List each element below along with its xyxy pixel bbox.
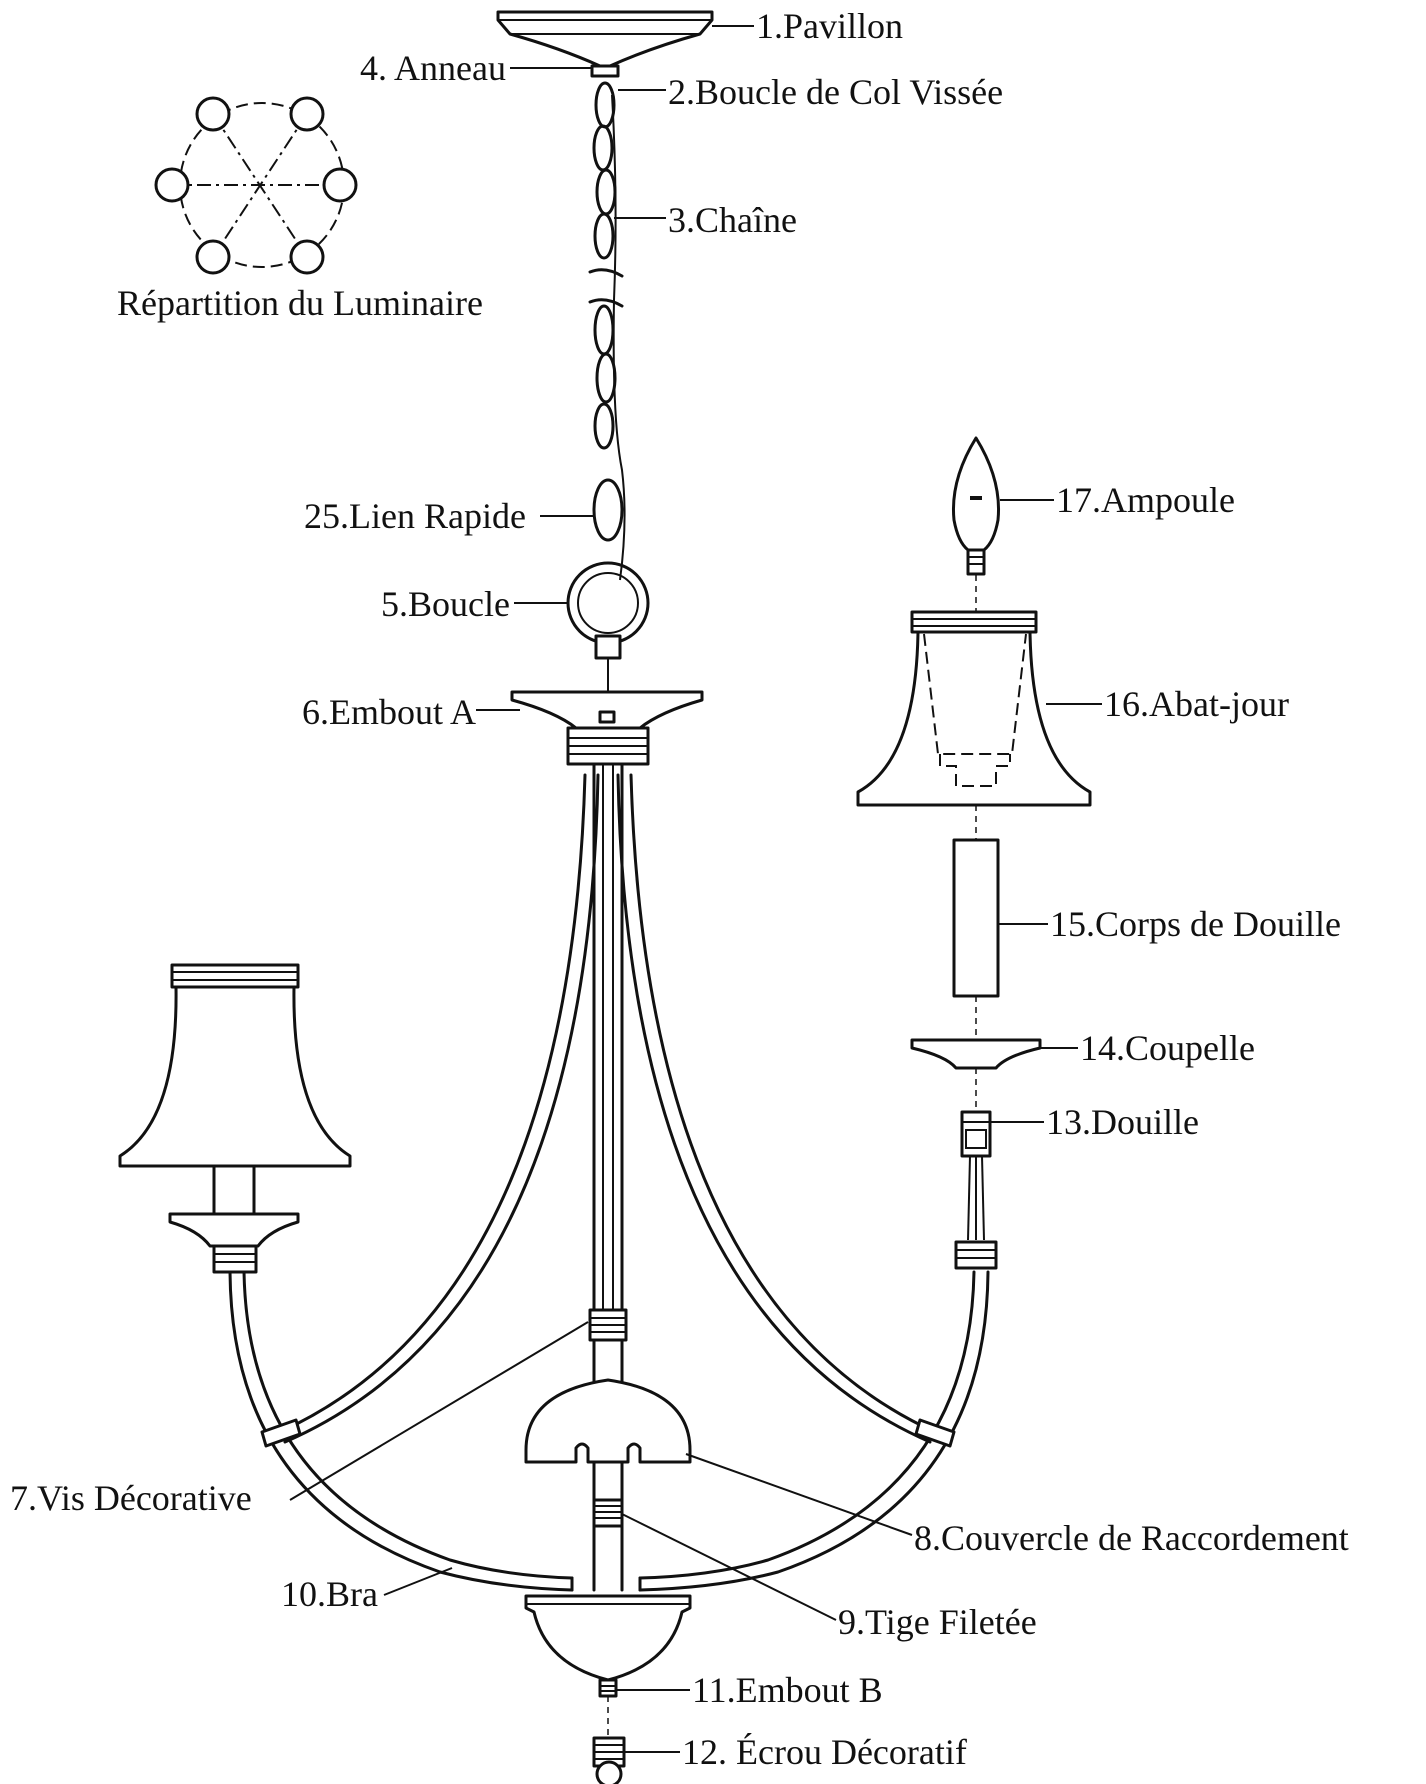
- loop: [566, 561, 650, 660]
- socket: [960, 1110, 992, 1241]
- layout-arm-3: [322, 167, 358, 203]
- label-bra: 10.Bra: [281, 1574, 378, 1614]
- threaded-rod: [592, 1498, 624, 1528]
- layout-arm-1: [195, 96, 231, 132]
- label-corps-de-douille: 15.Corps de Douille: [1050, 904, 1341, 944]
- label-ecrou-decoratif: 12. Écrou Décoratif: [682, 1732, 967, 1772]
- arms: [228, 773, 990, 1592]
- layout-arm-4: [289, 239, 325, 275]
- decorative-screw: [588, 1308, 628, 1342]
- socket-body: [952, 838, 1000, 998]
- canopy: [496, 10, 714, 78]
- bulb: [952, 436, 1000, 576]
- central-stem: [592, 762, 624, 1592]
- layout-caption: Répartition du Luminaire: [117, 283, 483, 323]
- label-abat-jour: 16.Abat-jour: [1104, 684, 1289, 724]
- label-coupelle: 14.Coupelle: [1080, 1028, 1255, 1068]
- layout-arm-5: [195, 239, 231, 275]
- right-lamp-exploded: [856, 436, 1092, 1270]
- cup: [910, 1038, 1042, 1070]
- label-ampoule: 17.Ampoule: [1056, 480, 1235, 520]
- layout-arm-2: [289, 96, 325, 132]
- label-boucle: 5.Boucle: [381, 584, 510, 624]
- connection-cover: [524, 1378, 692, 1464]
- left-lamp-assembly: [118, 963, 352, 1274]
- part-labels: 1.Pavillon 2.Boucle de Col Vissée 3.Chaî…: [10, 6, 1349, 1772]
- label-embout-b: 11.Embout B: [692, 1670, 883, 1710]
- cap-a: [510, 658, 704, 766]
- label-couvercle-de-raccordement: 8.Couvercle de Raccordement: [914, 1518, 1349, 1558]
- cap-b: [524, 1594, 692, 1736]
- shade: [856, 610, 1092, 807]
- label-lien-rapide: 25.Lien Rapide: [304, 496, 526, 536]
- quick-link: [592, 478, 624, 542]
- label-tige-filetee: 9.Tige Filetée: [838, 1602, 1037, 1642]
- label-pavillon: 1.Pavillon: [756, 6, 903, 46]
- label-boucle-de-col-vissee: 2.Boucle de Col Vissée: [668, 72, 1003, 112]
- label-chaine: 3.Chaîne: [668, 200, 797, 240]
- decorative-nut: [592, 1736, 626, 1784]
- arm-layout-diagram: Répartition du Luminaire: [117, 96, 483, 323]
- label-douille: 13.Douille: [1046, 1102, 1199, 1142]
- chain: [588, 81, 626, 581]
- leader-lines: [289, 25, 1102, 1753]
- label-embout-a: 6.Embout A: [302, 692, 476, 732]
- layout-arm-6: [154, 167, 190, 203]
- label-anneau: 4. Anneau: [360, 48, 506, 88]
- label-vis-decorative: 7.Vis Décorative: [10, 1478, 252, 1518]
